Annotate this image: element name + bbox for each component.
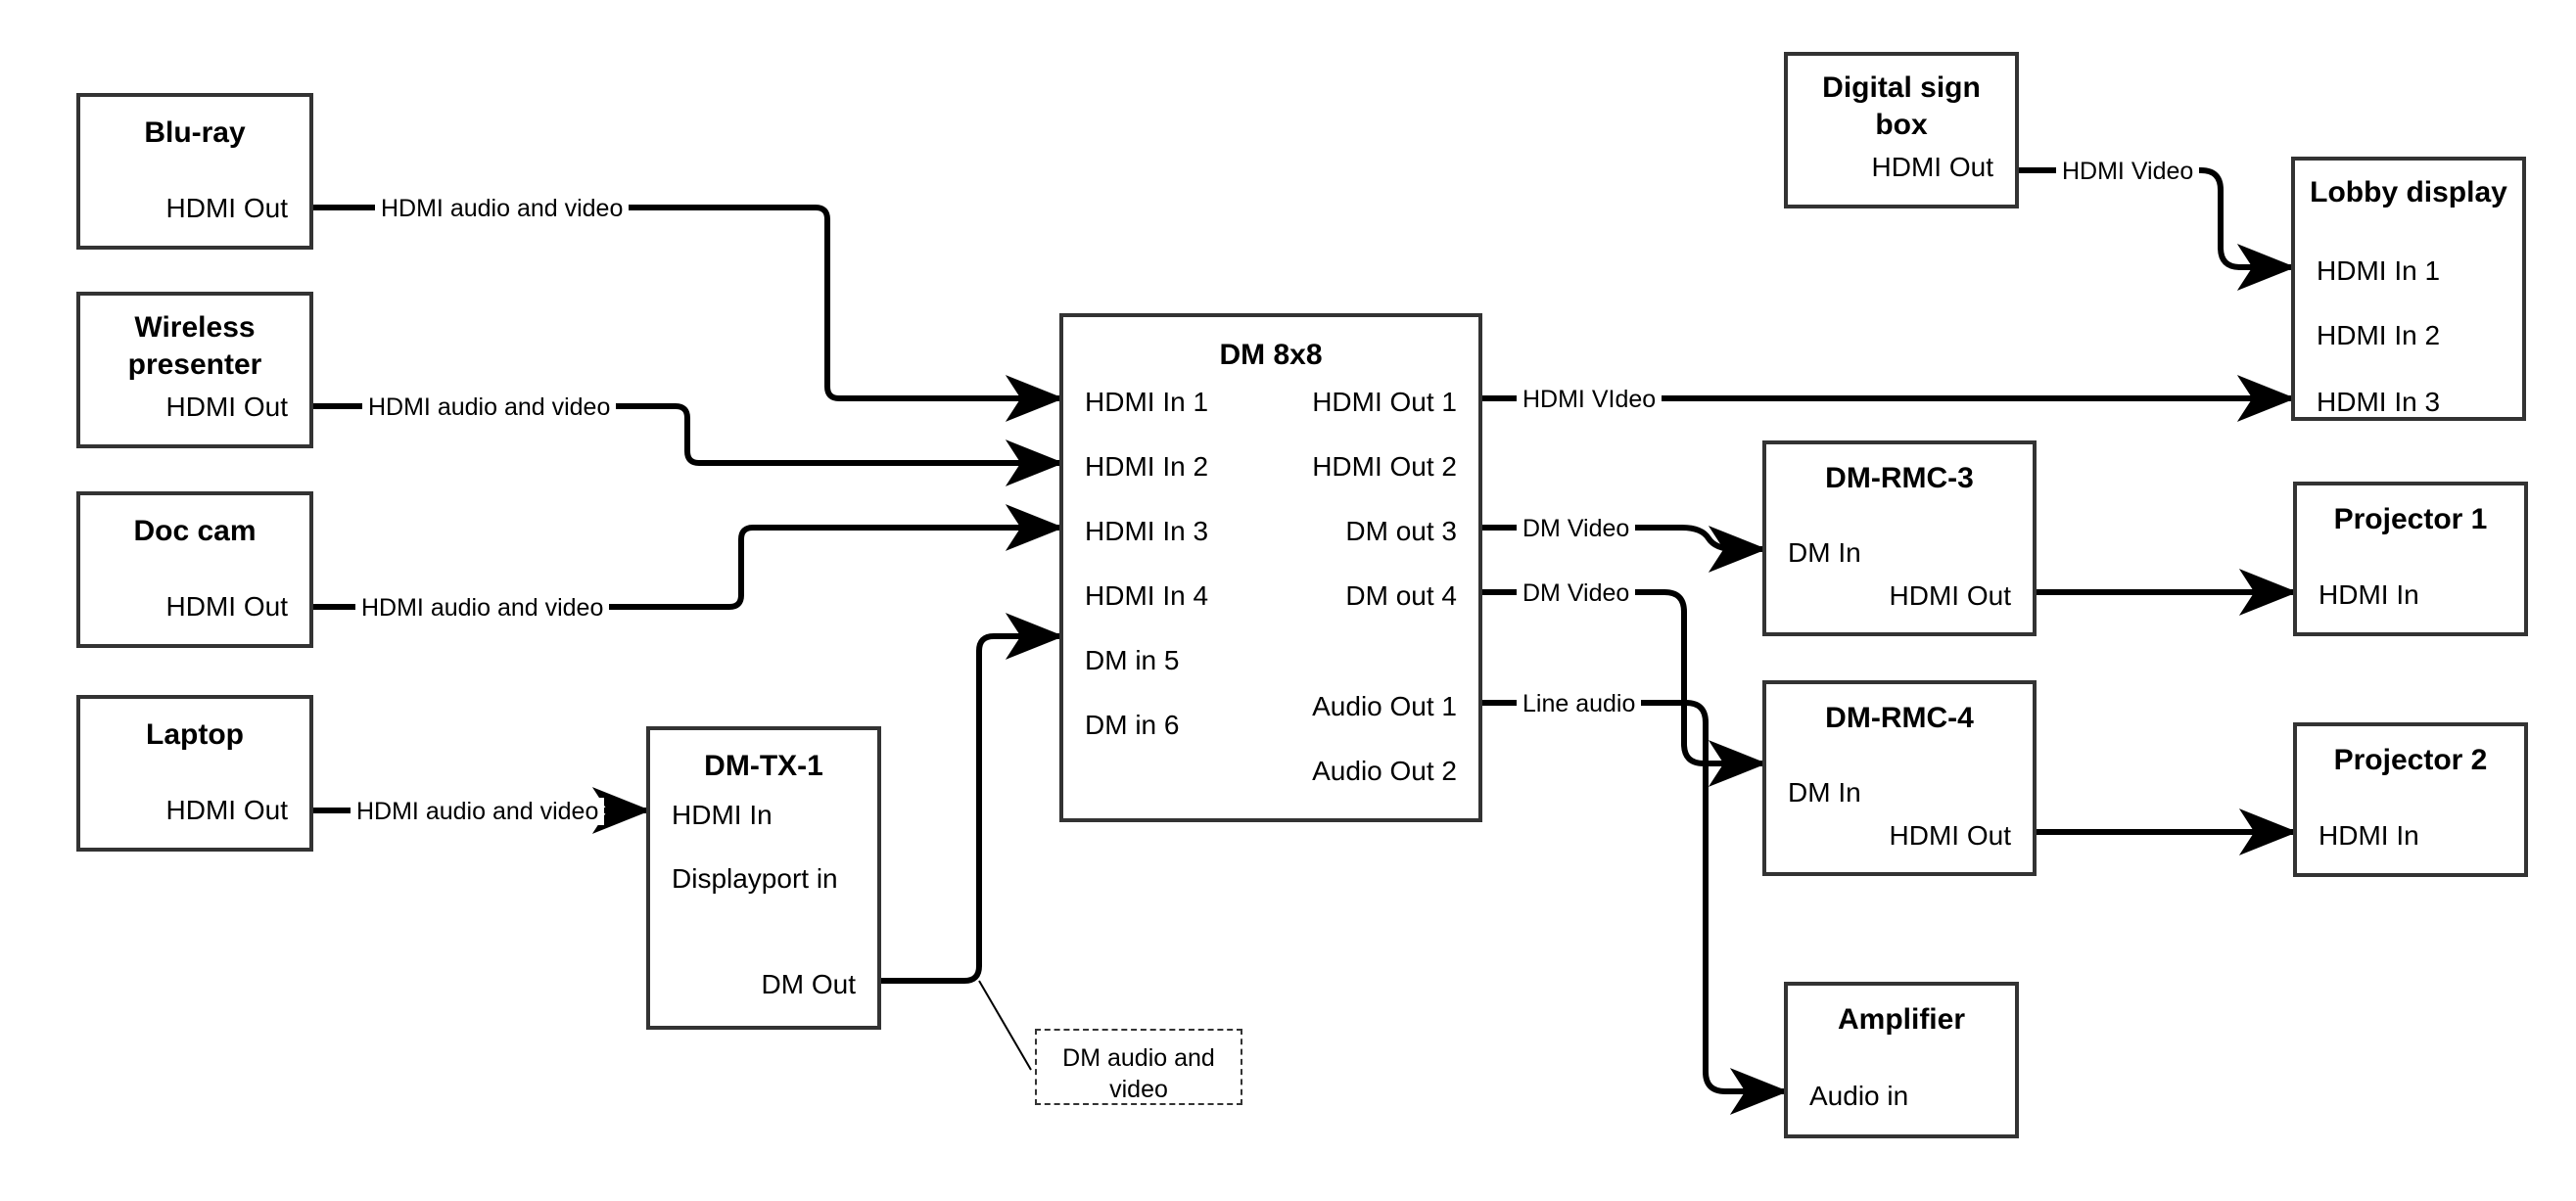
wire-label-laptop-to-dmtx1: HDMI audio and video xyxy=(351,798,605,825)
node-digital-sign-box-title: Digital sign box xyxy=(1822,71,1981,141)
node-bluray-title: Blu-ray xyxy=(144,116,246,149)
port-dmtx1-hdmi-in[interactable]: HDMI In xyxy=(672,800,773,830)
port-bluray-hdmi-out[interactable]: HDMI Out xyxy=(165,193,288,223)
port-dm-dm-in-5[interactable]: DM in 5 xyxy=(1085,645,1180,675)
node-dm-tx-1[interactable]: DM-TX-1 HDMI In Displayport in DM Out xyxy=(646,726,881,1030)
wire-label-dm-out-3: DM Video xyxy=(1517,515,1636,542)
note-dm-audio-and-video-text: DM audio and video xyxy=(1062,1044,1215,1103)
port-dm-hdmi-in-3[interactable]: HDMI In 3 xyxy=(1085,516,1209,546)
node-amplifier-title: Amplifier xyxy=(1837,1003,1966,1036)
node-projector-2-title: Projector 2 xyxy=(2333,744,2488,776)
node-dm-8x8[interactable]: DM 8x8 HDMI In 1 HDMI In 2 HDMI In 3 HDM… xyxy=(1059,313,1482,822)
node-dm-rmc-3-title: DM-RMC-3 xyxy=(1825,462,1974,494)
port-dm-dm-out-3[interactable]: DM out 3 xyxy=(1345,516,1457,546)
wire-label-dm-out-4: DM Video xyxy=(1517,579,1636,607)
port-rmc4-dm-in[interactable]: DM In xyxy=(1788,777,1861,808)
node-amplifier[interactable]: Amplifier Audio in xyxy=(1784,982,2019,1138)
node-doc-cam[interactable]: Doc cam HDMI Out xyxy=(76,491,313,648)
port-lobby-hdmi-in-1[interactable]: HDMI In 1 xyxy=(2317,255,2441,286)
wire-label-hdmi-out-1-to-lobby: HDMI VIdeo xyxy=(1517,386,1663,413)
node-dm-rmc-3[interactable]: DM-RMC-3 DM In HDMI Out xyxy=(1762,440,2037,636)
port-rmc3-dm-in[interactable]: DM In xyxy=(1788,537,1861,568)
node-lobby-display[interactable]: Lobby display HDMI In 1 HDMI In 2 HDMI I… xyxy=(2291,157,2526,421)
port-doccam-hdmi-out[interactable]: HDMI Out xyxy=(165,591,288,622)
wire-dmtx1-to-dm-dm-in-5 xyxy=(881,613,1064,984)
port-dm-audio-out-1[interactable]: Audio Out 1 xyxy=(1312,691,1457,721)
port-dm-hdmi-in-4[interactable]: HDMI In 4 xyxy=(1085,580,1209,611)
node-bluray[interactable]: Blu-ray HDMI Out xyxy=(76,93,313,250)
port-dm-dm-in-6[interactable]: DM in 6 xyxy=(1085,710,1180,740)
port-dm-hdmi-in-1[interactable]: HDMI In 1 xyxy=(1085,387,1209,417)
wire-bluray-to-dm-hdmi-in-1 xyxy=(313,205,1064,422)
port-rmc4-hdmi-out[interactable]: HDMI Out xyxy=(1889,820,2011,851)
node-dm-rmc-4-title: DM-RMC-4 xyxy=(1825,702,1974,734)
wire-dm-out-4-to-rmc4 xyxy=(1482,589,1767,787)
port-dm-audio-out-2[interactable]: Audio Out 2 xyxy=(1312,756,1457,786)
node-dm-rmc-4[interactable]: DM-RMC-4 DM In HDMI Out xyxy=(1762,680,2037,876)
port-dm-hdmi-in-2[interactable]: HDMI In 2 xyxy=(1085,451,1209,482)
node-doc-cam-title: Doc cam xyxy=(133,515,257,547)
port-dmtx1-dm-out[interactable]: DM Out xyxy=(761,969,856,999)
port-dmtx1-displayport-in[interactable]: Displayport in xyxy=(672,863,838,894)
wire-callout-leader-dm-audio-video xyxy=(978,980,1032,1071)
node-lobby-display-title: Lobby display xyxy=(2310,176,2507,208)
node-projector-2[interactable]: Projector 2 HDMI In xyxy=(2293,722,2528,877)
port-dm-hdmi-out-1[interactable]: HDMI Out 1 xyxy=(1312,387,1457,417)
wire-label-bluray-to-dm: HDMI audio and video xyxy=(375,195,630,222)
note-dm-audio-and-video: DM audio and video xyxy=(1035,1029,1242,1105)
node-dm-8x8-title: DM 8x8 xyxy=(1219,339,1323,371)
node-dm-tx-1-title: DM-TX-1 xyxy=(704,750,823,782)
node-digital-sign-box[interactable]: Digital sign box HDMI Out xyxy=(1784,52,2019,208)
port-wireless-hdmi-out[interactable]: HDMI Out xyxy=(165,392,288,422)
port-dm-hdmi-out-2[interactable]: HDMI Out 2 xyxy=(1312,451,1457,482)
node-wireless-presenter-title: Wireless presenter xyxy=(127,311,262,381)
port-rmc3-hdmi-out[interactable]: HDMI Out xyxy=(1889,580,2011,611)
wire-label-sign-to-lobby: HDMI Video xyxy=(2056,158,2200,185)
port-amplifier-audio-in[interactable]: Audio in xyxy=(1809,1081,1909,1111)
wire-label-doccam-to-dm: HDMI audio and video xyxy=(355,594,610,622)
node-projector-1-title: Projector 1 xyxy=(2333,503,2488,535)
node-projector-1[interactable]: Projector 1 HDMI In xyxy=(2293,482,2528,636)
port-lobby-hdmi-in-2[interactable]: HDMI In 2 xyxy=(2317,320,2441,350)
node-laptop[interactable]: Laptop HDMI Out xyxy=(76,695,313,852)
port-lobby-hdmi-in-3[interactable]: HDMI In 3 xyxy=(2317,387,2441,417)
wire-audio-out-1-to-amplifier xyxy=(1482,700,1789,1115)
port-projector2-hdmi-in[interactable]: HDMI In xyxy=(2318,820,2419,851)
port-digitalsign-hdmi-out[interactable]: HDMI Out xyxy=(1871,152,1993,182)
port-projector1-hdmi-in[interactable]: HDMI In xyxy=(2318,579,2419,610)
node-wireless-presenter[interactable]: Wireless presenter HDMI Out xyxy=(76,292,313,448)
port-dm-dm-out-4[interactable]: DM out 4 xyxy=(1345,580,1457,611)
node-laptop-title: Laptop xyxy=(146,718,244,751)
port-laptop-hdmi-out[interactable]: HDMI Out xyxy=(165,795,288,825)
wire-label-audio-out-1: Line audio xyxy=(1517,690,1642,717)
wire-label-wireless-to-dm: HDMI audio and video xyxy=(362,393,617,421)
